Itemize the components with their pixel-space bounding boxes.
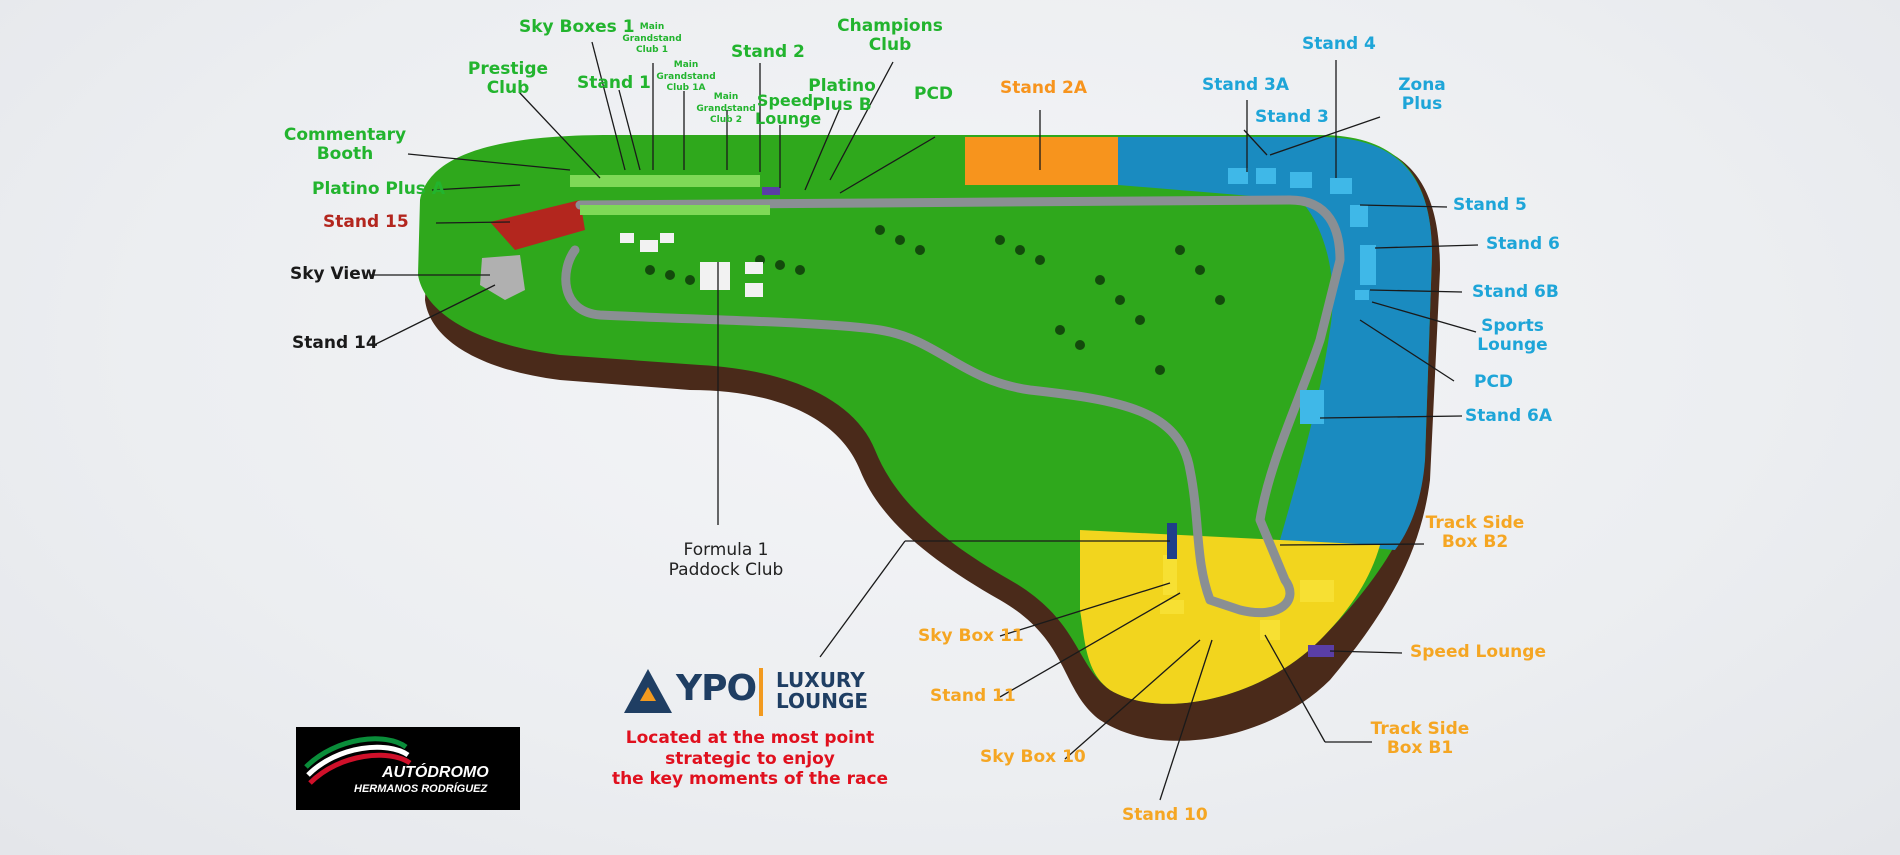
label-pcd-top: PCD [914,84,954,104]
label-commentary-booth: Commentary Booth [283,125,407,165]
blue-stands [1228,168,1376,424]
label-platino-plus-a: Platino Plus A [312,179,445,199]
label-formula1-paddock-club: Formula 1 Paddock Club [668,540,784,581]
speed-lounge-bottom-block [1308,645,1334,657]
label-champions-club: Champions Club [837,16,943,56]
sky-box-11-block [1167,523,1177,559]
leader-lines [370,41,1479,801]
label-sky-box-10: Sky Box 10 [980,747,1086,767]
zone-stand-15 [490,200,585,250]
label-stand-6a: Stand 6A [1465,406,1553,426]
tree-clusters [645,225,1225,375]
label-stand-2a: Stand 2A [1000,78,1088,98]
label-main-grandstand-club-2: Main Grandstand Club 2 [696,92,756,126]
label-pcd-right: PCD [1474,372,1514,392]
autodromo-logo: AUTÓDROMO HERMANOS RODRÍGUEZ [296,727,520,810]
label-stand-11: Stand 11 [930,686,1016,706]
zone-orange [965,137,1118,185]
ypo-product: LUXURY LOUNGE [776,668,869,713]
top-stands [570,175,770,215]
speed-lounge-top-block [762,187,780,195]
label-stand-1: Stand 1 [577,73,651,93]
label-stand-4: Stand 4 [1302,34,1376,54]
label-prestige-club: Prestige Club [467,59,549,99]
label-speed-lounge-bottom: Speed Lounge [1410,642,1546,662]
label-stand-3: Stand 3 [1255,107,1329,127]
ypo-note: Located at the most point strategic to e… [611,728,889,790]
label-main-grandstand-club-1a: Main Grandstand Club 1A [656,60,716,94]
label-sky-view: Sky View [290,264,377,284]
label-sky-boxes-1: Sky Boxes 1 [519,17,635,37]
label-stand-2: Stand 2 [731,42,805,62]
label-stand-10: Stand 10 [1122,805,1208,825]
label-stand-6: Stand 6 [1486,234,1560,254]
logo-name: AUTÓDROMO [382,764,489,781]
yellow-stands [1160,555,1334,640]
label-zona-plus: Zona Plus [1398,75,1446,115]
label-stand-3a: Stand 3A [1202,75,1290,95]
logo-subtitle: HERMANOS RODRÍGUEZ [354,783,488,795]
race-track [561,195,1345,618]
label-track-side-box-b2: Track Side Box B2 [1425,513,1525,553]
label-stand-14: Stand 14 [292,333,378,353]
ypo-divider [759,668,763,716]
sky-view-structure [480,255,525,300]
ypo-brand: YPO [676,668,757,709]
label-stand-6b: Stand 6B [1472,282,1559,302]
label-sky-box-11: Sky Box 11 [918,626,1024,646]
zone-blue [1118,137,1432,550]
ypo-triangle-icon [624,669,672,713]
label-stand-15: Stand 15 [323,212,409,232]
logo-swoosh-icon [304,736,412,785]
label-stand-5: Stand 5 [1453,195,1527,215]
label-main-grandstand-club-1: Main Grandstand Club 1 [622,22,682,56]
label-track-side-box-b1: Track Side Box B1 [1370,719,1470,759]
label-sports-lounge: Sports Lounge [1477,316,1548,356]
label-platino-plus-b: Platino Plus B [808,76,876,116]
paddock-buildings [620,233,763,297]
zone-yellow [1080,530,1380,704]
label-speed-lounge-top: Speed Lounge [755,91,822,128]
